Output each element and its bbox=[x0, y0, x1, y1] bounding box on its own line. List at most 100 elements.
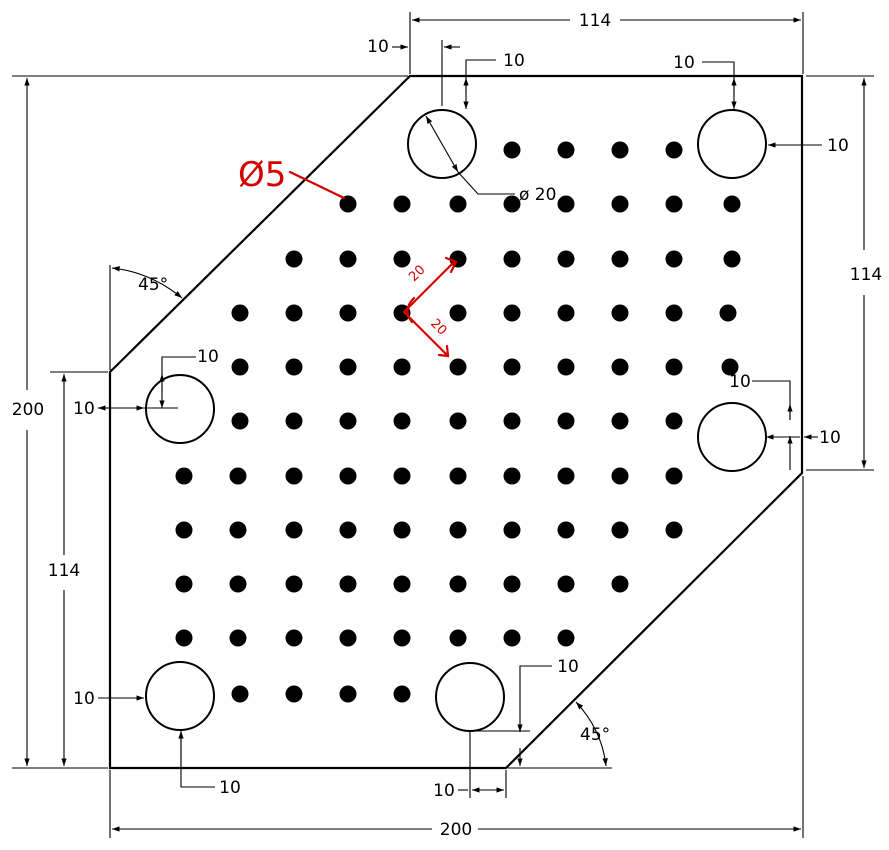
mounting-hole-bottom-mid bbox=[435, 662, 505, 732]
small-hole bbox=[449, 521, 467, 539]
small-hole bbox=[449, 629, 467, 647]
dim-top-left-offset: 10 bbox=[367, 37, 389, 57]
dim-left-hole-offset-v: 10 bbox=[197, 347, 219, 367]
small-hole bbox=[339, 521, 357, 539]
small-hole bbox=[339, 629, 357, 647]
small-hole bbox=[393, 358, 411, 376]
small-hole bbox=[611, 521, 629, 539]
small-hole bbox=[503, 195, 521, 213]
small-hole bbox=[339, 358, 357, 376]
small-hole bbox=[393, 521, 411, 539]
dim-overall-height: 200 bbox=[12, 400, 44, 420]
small-hole bbox=[665, 521, 683, 539]
dim-top-width: 114 bbox=[579, 11, 611, 31]
small-hole bbox=[503, 629, 521, 647]
small-hole bbox=[557, 358, 575, 376]
small-hole bbox=[611, 304, 629, 322]
dim-left-height: 114 bbox=[48, 561, 80, 581]
small-hole bbox=[339, 685, 357, 703]
small-hole bbox=[611, 358, 629, 376]
small-hole bbox=[719, 304, 737, 322]
dim-top-right-offset: 10 bbox=[673, 53, 695, 73]
small-hole bbox=[285, 412, 303, 430]
dim-bottom-chamfer-angle: 45° bbox=[580, 725, 610, 745]
annotation-small-hole-diameter: Ø5 bbox=[238, 155, 286, 195]
small-hole bbox=[449, 358, 467, 376]
small-hole bbox=[339, 575, 357, 593]
small-hole bbox=[557, 521, 575, 539]
small-hole bbox=[723, 195, 741, 213]
small-hole bbox=[665, 467, 683, 485]
annotation-spacing-b: 20 bbox=[427, 316, 449, 338]
small-hole bbox=[557, 195, 575, 213]
small-hole bbox=[449, 412, 467, 430]
small-hole bbox=[611, 141, 629, 159]
small-hole bbox=[557, 250, 575, 268]
small-hole bbox=[557, 412, 575, 430]
small-hole bbox=[339, 412, 357, 430]
hole-grid bbox=[175, 141, 741, 703]
small-hole bbox=[503, 575, 521, 593]
small-hole bbox=[393, 250, 411, 268]
dim-right-mid-offset-v: 10 bbox=[729, 372, 751, 392]
small-hole bbox=[665, 358, 683, 376]
small-hole bbox=[721, 358, 739, 376]
small-hole bbox=[723, 250, 741, 268]
small-hole bbox=[665, 304, 683, 322]
small-hole bbox=[285, 304, 303, 322]
dim-left-chamfer-angle: 45° bbox=[138, 275, 168, 295]
dim-right-height: 114 bbox=[850, 265, 882, 285]
small-hole bbox=[393, 195, 411, 213]
small-hole bbox=[611, 575, 629, 593]
small-hole bbox=[449, 467, 467, 485]
dim-right-mid-offset-h: 10 bbox=[819, 428, 841, 448]
small-hole bbox=[503, 521, 521, 539]
small-hole bbox=[665, 195, 683, 213]
small-hole bbox=[285, 521, 303, 539]
small-hole bbox=[503, 358, 521, 376]
small-hole bbox=[449, 195, 467, 213]
dim-bl-hole-offset-v: 10 bbox=[219, 778, 241, 798]
mounting-hole-left bbox=[145, 374, 215, 444]
mounting-hole-top-right bbox=[697, 109, 767, 179]
mounting-hole-right bbox=[697, 402, 767, 472]
dim-left-hole-offset-h: 10 bbox=[73, 399, 95, 419]
small-hole bbox=[285, 685, 303, 703]
small-hole bbox=[393, 685, 411, 703]
small-hole bbox=[611, 412, 629, 430]
small-hole bbox=[611, 250, 629, 268]
small-hole bbox=[339, 304, 357, 322]
small-hole bbox=[285, 467, 303, 485]
small-hole bbox=[393, 575, 411, 593]
small-hole bbox=[175, 575, 193, 593]
small-hole bbox=[231, 412, 249, 430]
small-hole bbox=[449, 575, 467, 593]
small-hole bbox=[175, 467, 193, 485]
small-hole bbox=[285, 358, 303, 376]
small-hole bbox=[393, 412, 411, 430]
dim-bottom-hole-offset-v: 10 bbox=[557, 657, 579, 677]
dim-hole-diameter: ø 20 bbox=[519, 185, 556, 205]
small-hole bbox=[285, 629, 303, 647]
small-hole bbox=[393, 629, 411, 647]
small-hole bbox=[231, 685, 249, 703]
annotation-spacing-a: 20 bbox=[406, 263, 428, 285]
small-hole bbox=[339, 467, 357, 485]
small-hole bbox=[503, 412, 521, 430]
small-hole bbox=[665, 141, 683, 159]
dim-bl-hole-offset-h: 10 bbox=[73, 689, 95, 709]
dim-bottom-hole-offset-h: 10 bbox=[433, 781, 455, 801]
small-hole bbox=[231, 304, 249, 322]
small-hole bbox=[557, 629, 575, 647]
dim-right-hole-offset: 10 bbox=[827, 136, 849, 156]
small-hole bbox=[611, 195, 629, 213]
small-hole bbox=[665, 412, 683, 430]
plate-outline bbox=[108, 74, 804, 770]
small-hole bbox=[503, 467, 521, 485]
dimension-lines: 114 10 10 10 10 114 ø 20 45° bbox=[12, 11, 882, 840]
small-hole bbox=[611, 467, 629, 485]
small-hole bbox=[557, 141, 575, 159]
small-hole bbox=[285, 250, 303, 268]
small-hole bbox=[175, 521, 193, 539]
